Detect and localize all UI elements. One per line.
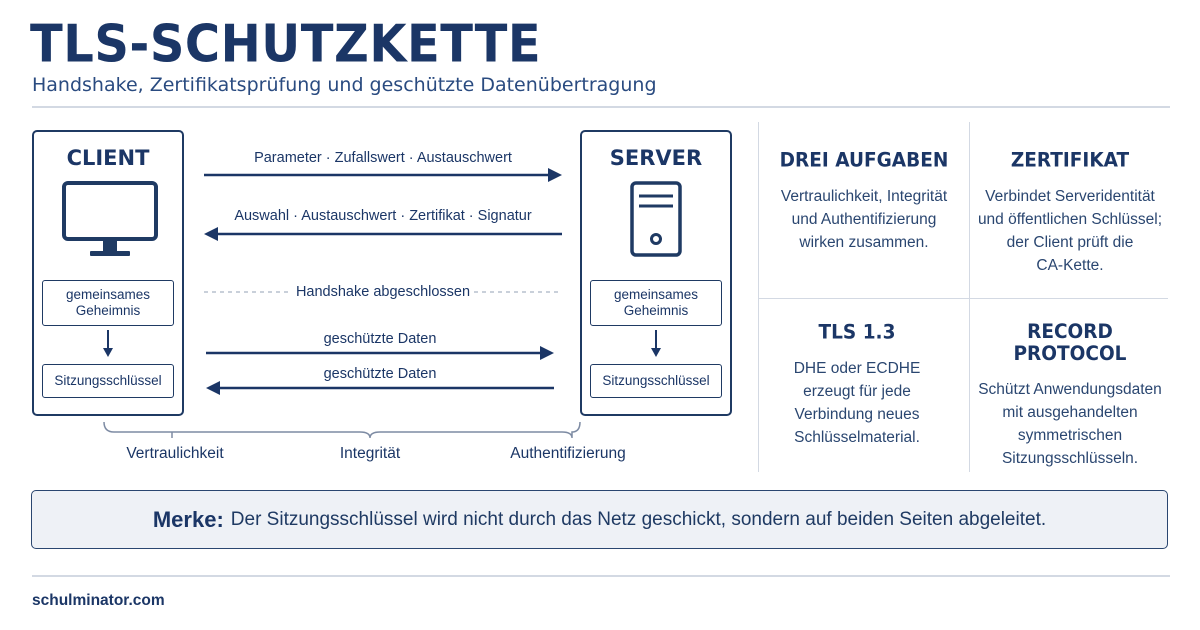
card-heading: DREI AUFGABEN xyxy=(779,149,949,172)
card-heading: RECORD PROTOCOL xyxy=(1013,320,1127,366)
goal-confidentiality: Vertraulichkeit xyxy=(126,445,224,462)
page-title: TLS-SCHUTZKETTE xyxy=(30,14,542,75)
client-title: CLIENT xyxy=(66,146,150,170)
server-secret-box: gemeinsames Geheimnis xyxy=(590,280,722,326)
monitor-icon xyxy=(62,181,158,256)
msg-server-to-client: Auswahl · Austauschwert · Zertifikat · S… xyxy=(234,208,532,224)
note-heading: Merke: xyxy=(152,506,224,532)
grid-divider-left xyxy=(758,122,759,472)
server-key-box: Sitzungsschlüssel xyxy=(590,364,722,398)
footer-brand: schulminator.com xyxy=(32,592,165,609)
server-title: SERVER xyxy=(609,146,703,170)
grid-divider-vertical xyxy=(969,122,970,472)
msg-client-to-server: Parameter · Zufallswert · Austauschwert xyxy=(254,150,512,166)
page-subtitle: Handshake, Zertifikatsprüfung und geschü… xyxy=(32,74,657,96)
card-three-tasks: DREI AUFGABEN Vertraulichkeit, Integritä… xyxy=(764,149,964,254)
goal-authentication: Authentifizierung xyxy=(510,445,626,462)
header-divider xyxy=(32,106,1170,108)
footer-divider xyxy=(32,575,1170,577)
card-heading: ZERTIFIKAT xyxy=(1010,149,1130,172)
server-panel: SERVER gemeinsames Geheimnis Sitzungssch… xyxy=(580,130,732,416)
grid-divider-horizontal xyxy=(758,298,1168,299)
note-box: Merke: Der Sitzungsschlüssel wird nicht … xyxy=(31,490,1168,549)
note-text: Der Sitzungsschlüssel wird nicht durch d… xyxy=(230,508,1047,530)
server-icon xyxy=(630,181,682,257)
msg-handshake-done: Handshake abgeschlossen xyxy=(295,284,471,300)
msg-data-in: geschützte Daten xyxy=(323,366,437,382)
client-secret-box: gemeinsames Geheimnis xyxy=(42,280,174,326)
msg-data-out: geschützte Daten xyxy=(323,331,437,347)
client-key-box: Sitzungsschlüssel xyxy=(42,364,174,398)
goal-integrity: Integrität xyxy=(339,445,401,462)
client-panel: CLIENT gemeinsames Geheimnis Sitzungssch… xyxy=(32,130,184,416)
card-heading: TLS 1.3 xyxy=(818,321,896,344)
